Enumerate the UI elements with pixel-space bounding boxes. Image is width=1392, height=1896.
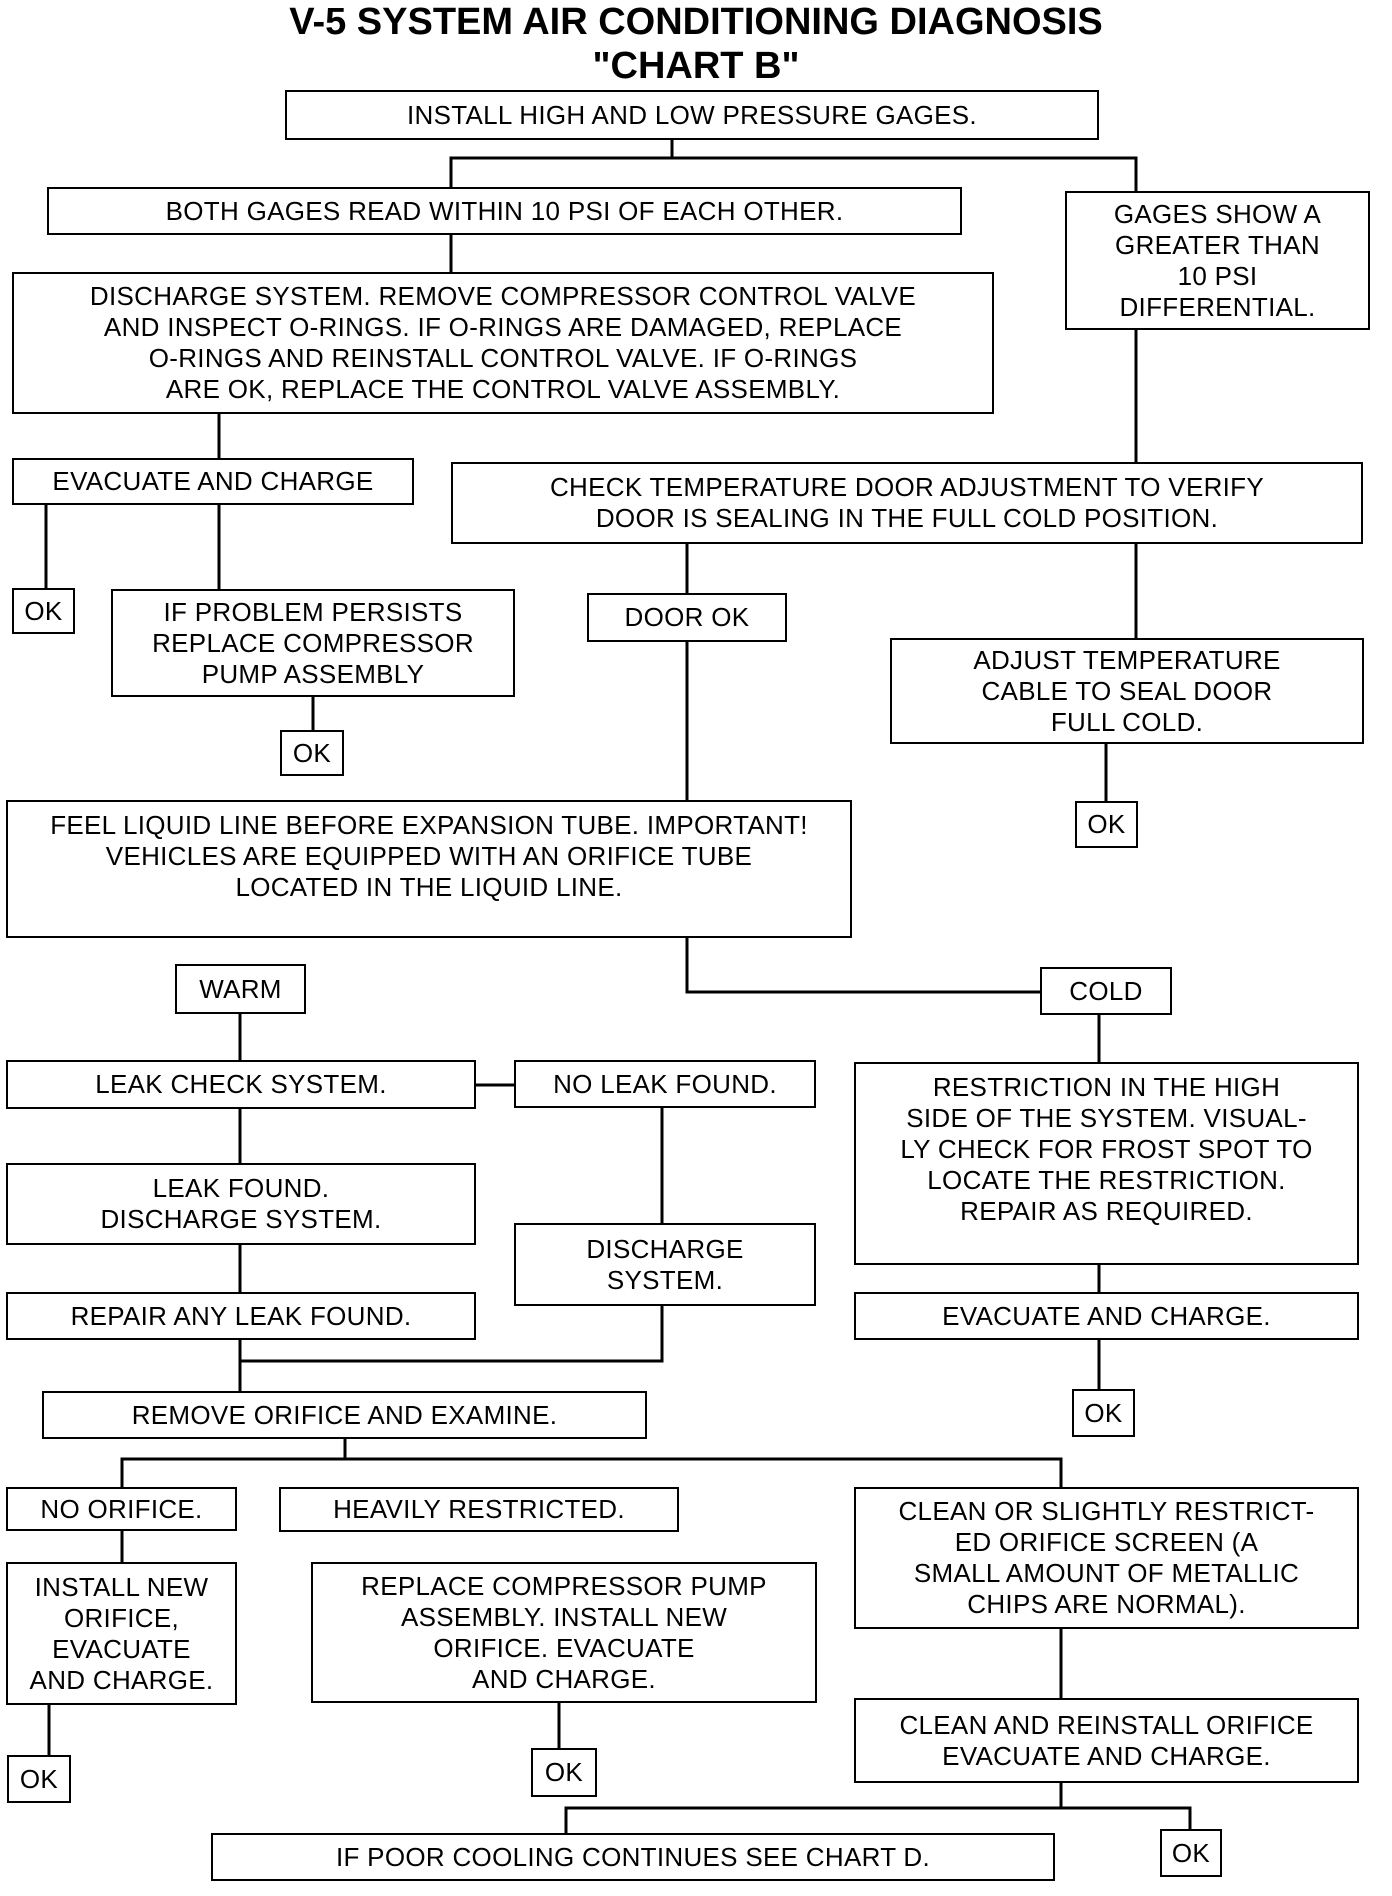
node-repair-any-leak: REPAIR ANY LEAK FOUND.: [6, 1292, 476, 1340]
node-heavily-restricted: HEAVILY RESTRICTED.: [279, 1487, 679, 1532]
node-clean-or-slightly-restricted: CLEAN OR SLIGHTLY RESTRICT- ED ORIFICE S…: [854, 1487, 1359, 1629]
node-no-orifice: NO ORIFICE.: [6, 1487, 237, 1531]
node-discharge-system: DISCHARGE SYSTEM.: [514, 1223, 816, 1306]
node-clean-and-reinstall: CLEAN AND REINSTALL ORIFICE EVACUATE AND…: [854, 1698, 1359, 1783]
node-leak-check-system: LEAK CHECK SYSTEM.: [6, 1060, 476, 1109]
node-install-gages: INSTALL HIGH AND LOW PRESSURE GAGES.: [285, 90, 1099, 140]
title-line-2: "CHART B": [592, 45, 800, 87]
node-if-problem-persists: IF PROBLEM PERSISTS REPLACE COMPRESSOR P…: [111, 589, 515, 697]
connector: [345, 1457, 1063, 1487]
node-adjust-temperature-cable: ADJUST TEMPERATURE CABLE TO SEAL DOOR FU…: [890, 638, 1364, 744]
node-evacuate-and-charge-1: EVACUATE AND CHARGE: [12, 458, 414, 505]
node-door-ok: DOOR OK: [587, 593, 787, 642]
connector: [1061, 1806, 1192, 1829]
node-poor-cooling-see-chart-d: IF POOR COOLING CONTINUES SEE CHART D.: [211, 1833, 1055, 1881]
node-ok-1: OK: [12, 588, 75, 634]
connector: [564, 1783, 1063, 1833]
node-both-gages-within-10-psi: BOTH GAGES READ WITHIN 10 PSI OF EACH OT…: [47, 187, 962, 235]
connector: [120, 1430, 347, 1487]
node-cold: COLD: [1040, 967, 1172, 1015]
node-restriction-high-side: RESTRICTION IN THE HIGH SIDE OF THE SYST…: [854, 1062, 1359, 1265]
connector: [685, 938, 1040, 994]
node-feel-liquid-line: FEEL LIQUID LINE BEFORE EXPANSION TUBE. …: [6, 800, 852, 938]
connector: [238, 1306, 664, 1363]
node-ok-3: OK: [1075, 801, 1138, 848]
node-no-leak-found: NO LEAK FOUND.: [514, 1060, 816, 1108]
node-ok-7: OK: [1160, 1829, 1222, 1877]
node-install-new-orifice: INSTALL NEW ORIFICE, EVACUATE AND CHARGE…: [6, 1562, 237, 1705]
node-replace-compressor-pump: REPLACE COMPRESSOR PUMP ASSEMBLY. INSTAL…: [311, 1562, 817, 1703]
node-evacuate-and-charge-2: EVACUATE AND CHARGE.: [854, 1292, 1359, 1340]
node-ok-2: OK: [280, 730, 344, 776]
node-remove-orifice: REMOVE ORIFICE AND EXAMINE.: [42, 1391, 647, 1439]
chart-title: V-5 SYSTEM AIR CONDITIONING DIAGNOSIS "C…: [0, 0, 1392, 88]
node-ok-4: OK: [1072, 1389, 1135, 1437]
connector: [672, 156, 1138, 191]
connector: [449, 140, 674, 187]
node-leak-found-discharge: LEAK FOUND. DISCHARGE SYSTEM.: [6, 1163, 476, 1245]
node-ok-6: OK: [531, 1748, 597, 1797]
title-line-1: V-5 SYSTEM AIR CONDITIONING DIAGNOSIS: [289, 1, 1103, 43]
node-gages-greater-than-10-psi: GAGES SHOW A GREATER THAN 10 PSI DIFFERE…: [1065, 191, 1370, 330]
node-warm: WARM: [175, 964, 306, 1014]
node-ok-5: OK: [7, 1755, 71, 1803]
node-discharge-control-valve: DISCHARGE SYSTEM. REMOVE COMPRESSOR CONT…: [12, 272, 994, 414]
node-check-temperature-door: CHECK TEMPERATURE DOOR ADJUSTMENT TO VER…: [451, 462, 1363, 544]
